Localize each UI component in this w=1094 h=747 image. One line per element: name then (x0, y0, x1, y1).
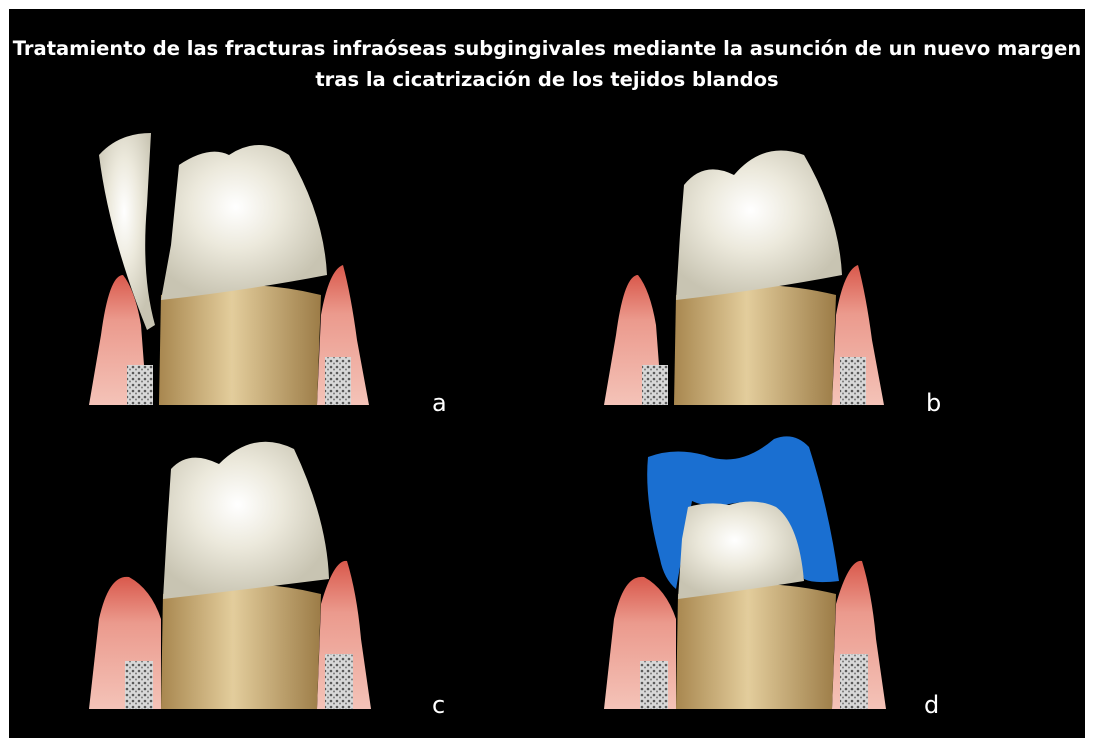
tooth-illustration-a (89, 125, 409, 405)
title-line-2: tras la cicatrización de los tejidos bla… (9, 64, 1085, 95)
tooth-root (159, 285, 321, 405)
tooth-root (676, 584, 836, 709)
bone-left (642, 365, 668, 405)
bone-right (325, 357, 351, 405)
panel-label-d: d (924, 693, 939, 717)
panel-label-b: b (926, 391, 941, 415)
tooth-crown (161, 145, 327, 300)
tooth-illustration-c (89, 429, 409, 709)
panel-a: a (89, 125, 409, 405)
bone-right (840, 654, 868, 709)
bone-left (640, 661, 668, 709)
bone-right (840, 357, 866, 405)
panel-d: d (604, 429, 924, 709)
tooth-crown (676, 151, 842, 301)
tooth-root (674, 285, 836, 405)
tooth-crown (163, 442, 329, 599)
figure-canvas: Tratamiento de las fracturas infraóseas … (9, 9, 1085, 738)
tooth-illustration-b (604, 125, 924, 405)
panel-label-c: c (432, 693, 445, 717)
panel-c: c (89, 429, 409, 709)
tooth-root (161, 584, 321, 709)
title-line-1: Tratamiento de las fracturas infraóseas … (9, 33, 1085, 64)
figure-title: Tratamiento de las fracturas infraóseas … (9, 33, 1085, 95)
tooth-illustration-d (604, 429, 924, 709)
panel-label-a: a (432, 391, 447, 415)
bone-left (125, 661, 153, 709)
bone-right (325, 654, 353, 709)
panel-b: b (604, 125, 924, 405)
bone-left (127, 365, 153, 405)
